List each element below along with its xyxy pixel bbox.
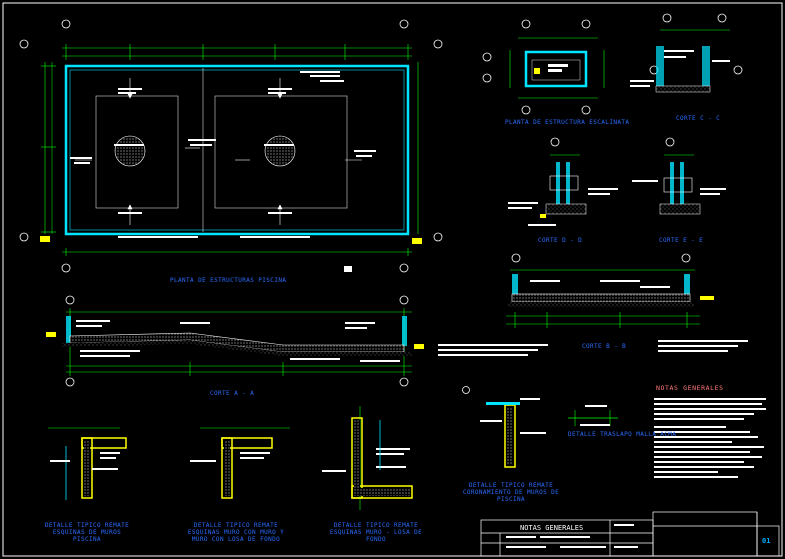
caption-corte-c: CORTE C - C: [676, 115, 721, 122]
caption-detalle-coronamiento: DETALLE TIPICO REMATE CORONAMIENTO DE MU…: [462, 482, 560, 503]
title-block-title: NOTAS GENERALES: [520, 524, 584, 532]
detail-traslapo: [568, 405, 618, 426]
section-b: [438, 253, 748, 356]
caption-detalle-traslapo: DETALLE TRASLAPO MALLA ACMA: [568, 431, 677, 438]
caption-corte-b: CORTE B - B: [582, 343, 627, 350]
section-c: [630, 13, 743, 93]
notes-title: NOTAS GENERALES: [656, 384, 724, 392]
detail-corner-1: [48, 427, 127, 500]
caption-detalle-esquinas-3: DETALLE TIPICO REMATE ESQUINAS MURO - LO…: [329, 522, 423, 543]
caption-detalle-esquinas-1: DETALLE TIPICO REMATE ESQUINAS DE MUROS …: [44, 522, 130, 543]
detail-coronamiento: [462, 386, 546, 468]
detail-corner-2: [190, 427, 290, 499]
plan-pool: [19, 19, 443, 273]
caption-corte-a: CORTE A - A: [210, 390, 255, 397]
sheet-number: 01: [762, 537, 771, 545]
section-e: [632, 137, 726, 215]
caption-planta-escalinata: PLANTA DE ESTRUCTURA ESCALINATA: [505, 119, 630, 126]
caption-planta-piscina: PLANTA DE ESTRUCTURAS PISCINA: [170, 277, 287, 284]
section-a: [46, 295, 424, 387]
caption-corte-e: CORTE E - E: [659, 237, 704, 244]
caption-detalle-esquinas-2: DETALLE TIPICO REMATE ESQUINAS MURO CON …: [187, 522, 285, 543]
caption-corte-d: CORTE D - D: [538, 237, 583, 244]
detail-corner-3: [322, 406, 413, 510]
plan-stair: [482, 19, 605, 115]
notes-block: [654, 398, 766, 478]
title-block: [480, 511, 780, 557]
section-d: [508, 137, 618, 226]
